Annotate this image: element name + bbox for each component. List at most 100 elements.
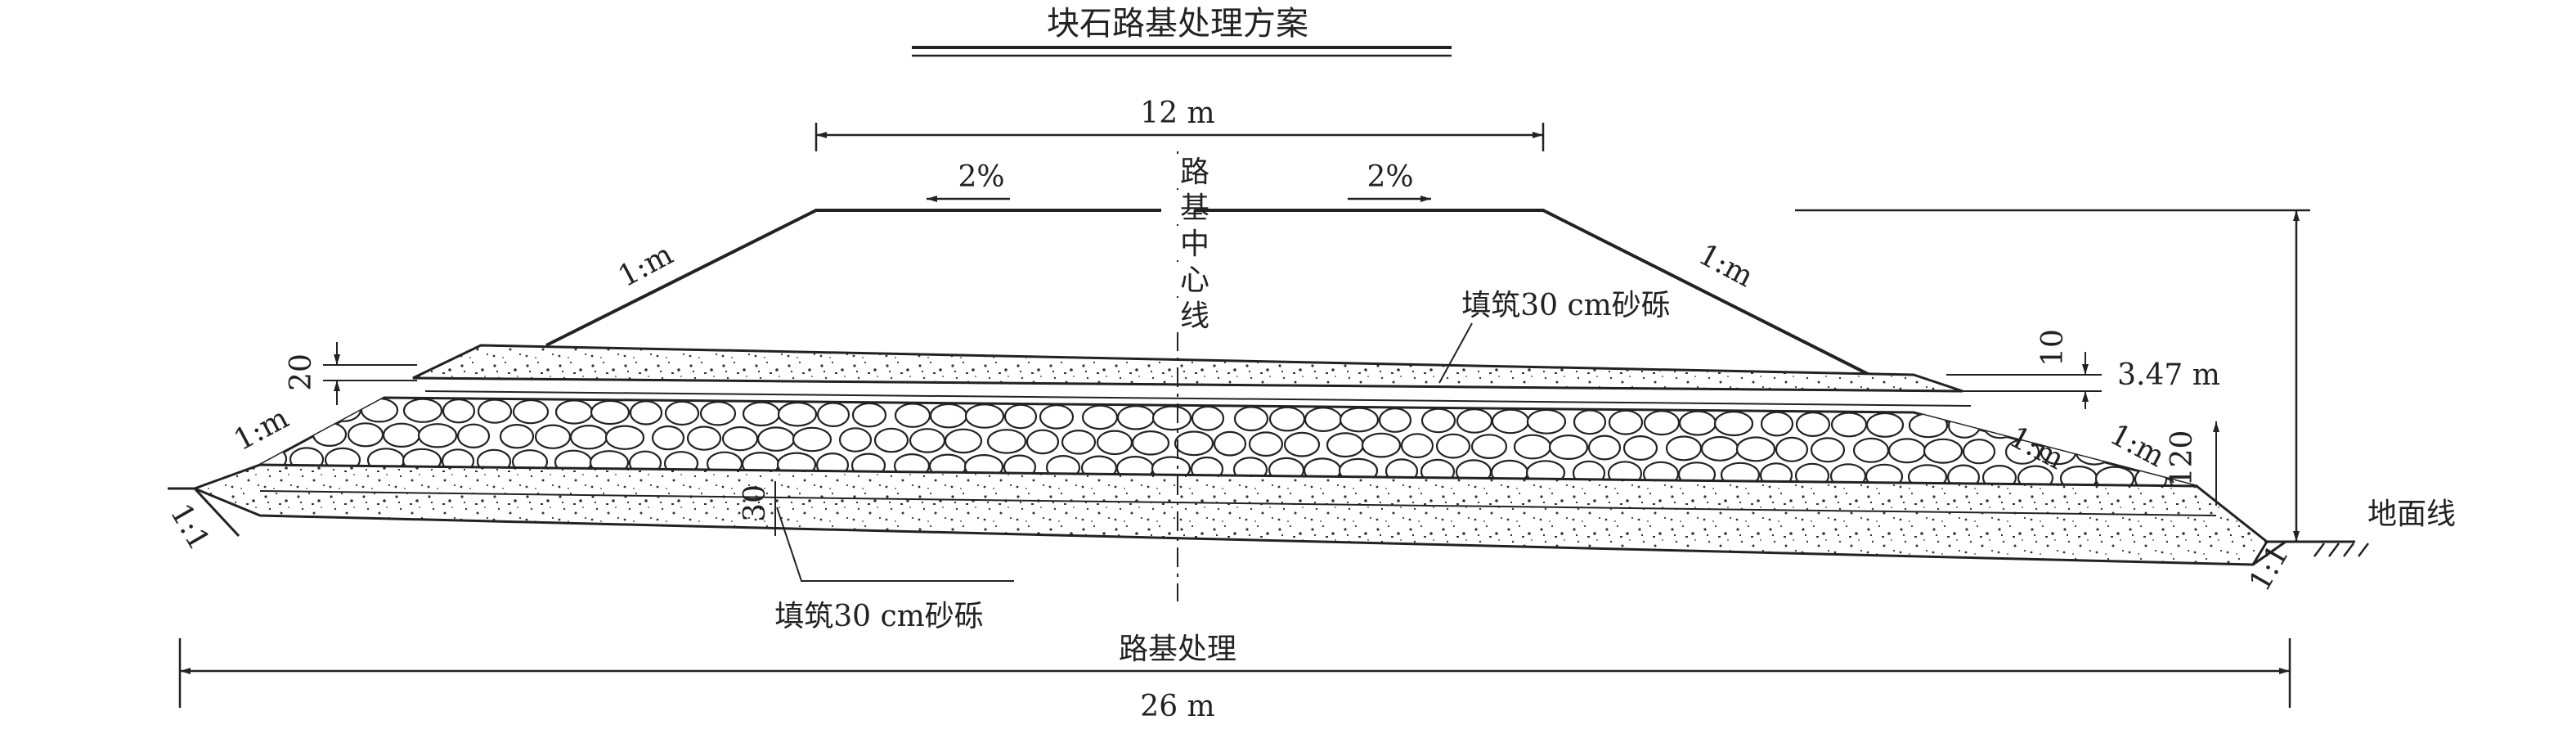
- rock-block: [1513, 434, 1552, 460]
- slope-bottom-left-label: 1:1: [164, 498, 216, 556]
- rock-block: [499, 424, 535, 449]
- rock-block: [1304, 407, 1343, 432]
- rock-top-line: [412, 376, 1963, 393]
- slope-bottom-left: [193, 487, 240, 538]
- rock-block: [554, 399, 594, 425]
- rock-block: [944, 428, 983, 454]
- fill-top-leader: [1438, 322, 1473, 384]
- grade-right-label: 2%: [1367, 160, 1413, 194]
- rock-block: [604, 425, 645, 450]
- centerline-char-bg: [1161, 190, 1194, 224]
- rock-block: [1735, 436, 1776, 462]
- rock-block: [1852, 437, 1890, 463]
- rock-block: [534, 424, 572, 449]
- rock-top-line-2: [424, 390, 1972, 407]
- rock-block: [477, 399, 513, 424]
- bottom-width-label: 26 m: [1140, 690, 1214, 723]
- rock-block: [629, 400, 663, 426]
- top-width-label: 12 m: [1140, 97, 1214, 130]
- rock-block: [1003, 403, 1038, 430]
- rock-block: [964, 403, 1005, 429]
- rock-block: [1548, 434, 1589, 460]
- rock-block: [777, 401, 818, 427]
- rock-block: [347, 422, 384, 448]
- ground-line-label: 地面线: [2367, 498, 2456, 531]
- rock-block: [325, 398, 362, 422]
- rock-block: [986, 429, 1027, 454]
- drawing-title: 块石路基处理方案: [1047, 5, 1308, 43]
- rock-block: [851, 402, 887, 428]
- rock-block: [1435, 433, 1471, 459]
- rock-block: [1775, 436, 1809, 462]
- rock-block: [360, 398, 399, 423]
- rock-block: [1491, 408, 1530, 435]
- rock-block: [1361, 432, 1402, 458]
- centerline-char-bg: [1161, 262, 1194, 296]
- rock-block: [1923, 438, 1963, 464]
- rock-block: [1713, 411, 1754, 437]
- rock-block: [402, 398, 443, 423]
- rock-block: [1326, 432, 1365, 458]
- centerline-char: 心: [1180, 263, 1209, 297]
- rock-block: [1608, 409, 1644, 435]
- dim-right-10-label: 10: [2036, 329, 2070, 367]
- slope-bottom-right: [2252, 540, 2287, 566]
- grade-left-label: 2%: [958, 160, 1004, 194]
- centerline-char: 线: [1180, 299, 1209, 333]
- rock-block: [1339, 407, 1380, 433]
- rock-block: [1174, 430, 1214, 457]
- ground-hatch: [2313, 543, 2369, 557]
- centerline-char-bg: [1161, 154, 1194, 188]
- rock-block: [686, 426, 722, 451]
- rock-block: [756, 426, 796, 452]
- fill-bottom-leader: [776, 507, 1014, 582]
- rock-block: [1213, 430, 1247, 457]
- centerline-char: 中: [1180, 227, 1209, 261]
- rock-block: [1760, 411, 1794, 437]
- rock-block: [1116, 404, 1156, 430]
- rock-block: [1378, 408, 1412, 433]
- centerline-char: 路: [1180, 155, 1209, 189]
- rock-block: [1420, 408, 1456, 434]
- height-label: 3.47 m: [2117, 358, 2220, 392]
- rock-block: [1400, 433, 1434, 458]
- rock-block: [1061, 429, 1097, 455]
- fill-bottom-label: 填筑30 cm砂砾: [774, 600, 984, 633]
- rock-block: [651, 425, 685, 451]
- rock-block: [590, 399, 631, 426]
- rock-block: [442, 399, 476, 424]
- rock-block: [721, 426, 759, 452]
- rock-block: [1665, 435, 1703, 462]
- rock-block: [1283, 431, 1321, 457]
- rock-block: [1456, 408, 1493, 434]
- rock-block: [1151, 405, 1192, 431]
- rock-block: [1622, 435, 1658, 461]
- rock-block: [894, 403, 931, 428]
- rock-block: [1700, 435, 1739, 462]
- rock-block: [664, 400, 700, 426]
- rock-block: [382, 422, 421, 448]
- rock-block: [838, 427, 873, 453]
- rock-block: [569, 425, 608, 450]
- rock-block: [1470, 434, 1508, 459]
- rock-block: [1795, 412, 1831, 438]
- rock-block: [1039, 404, 1075, 430]
- rock-block: [1643, 410, 1681, 436]
- rock-block: [456, 423, 491, 449]
- rock-block: [742, 401, 781, 427]
- rock-block: [289, 398, 325, 422]
- rock-block: [909, 428, 946, 453]
- rock-block: [1865, 412, 1905, 438]
- rock-block: [699, 401, 737, 426]
- rock-block: [929, 403, 968, 429]
- rock-block: [1191, 405, 1225, 431]
- rock-block: [1830, 412, 1868, 438]
- centerline-char-bg: [1161, 298, 1194, 332]
- rock-block: [1248, 431, 1284, 457]
- rock-block: [1081, 404, 1119, 430]
- rock-block: [816, 402, 850, 427]
- rock-block: [512, 399, 550, 425]
- dim-right-120-label: 120: [2165, 430, 2199, 487]
